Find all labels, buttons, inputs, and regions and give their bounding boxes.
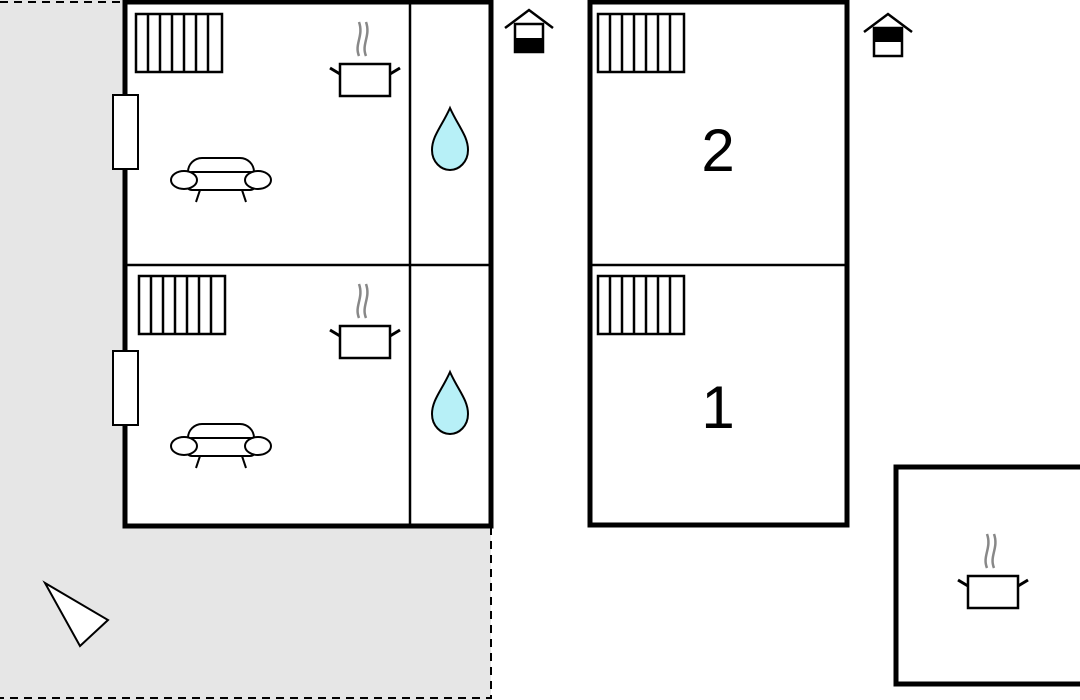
radiator-icon [134, 12, 224, 74]
window-icon [112, 94, 139, 170]
window-icon [112, 350, 139, 426]
annex-house-icon [862, 12, 914, 58]
north-arrow-icon [42, 580, 110, 648]
radiator-icon [137, 274, 227, 336]
room-number-2: 2 [701, 117, 734, 184]
middle-building [587, 0, 850, 528]
radiator-icon [596, 12, 686, 74]
annex-house-icon [503, 8, 555, 54]
radiator-icon [596, 274, 686, 336]
terrace-boundary [0, 1, 492, 699]
room-number-1: 1 [701, 374, 734, 441]
